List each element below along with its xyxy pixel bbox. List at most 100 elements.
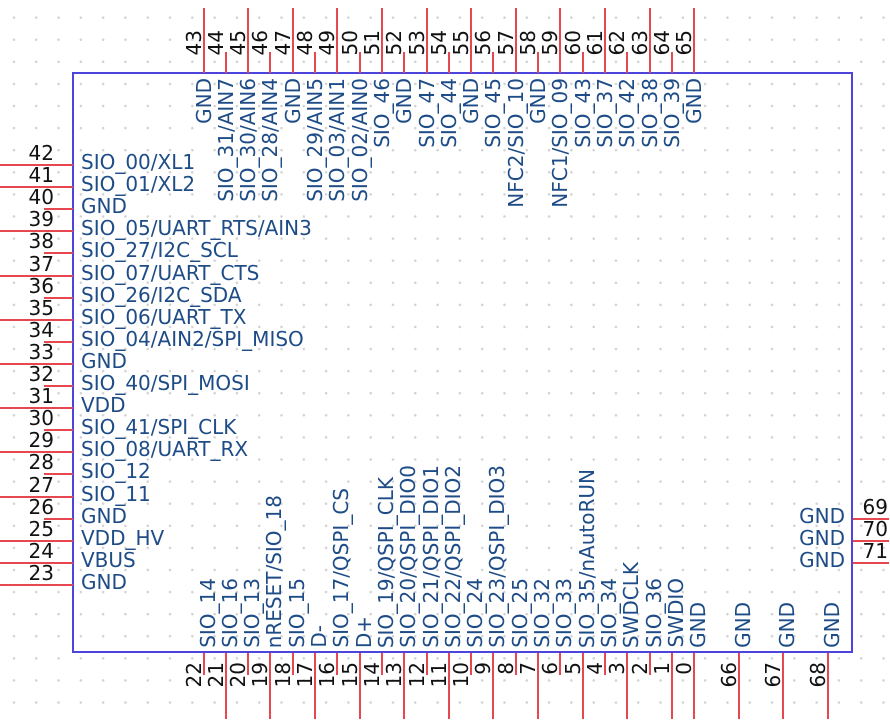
pin-label: SIO_34 bbox=[596, 578, 621, 648]
pin-line bbox=[44, 385, 73, 387]
pin-line bbox=[0, 407, 73, 410]
pin-number: 20 bbox=[226, 662, 251, 688]
pin-number: 69 bbox=[862, 494, 888, 519]
pin-label: GND bbox=[81, 503, 127, 528]
pin-number: 15 bbox=[337, 662, 362, 688]
pin-label: SIO_44 bbox=[436, 78, 461, 148]
pin-label: GND bbox=[81, 348, 127, 373]
pin-label: NFC1/SIO_09 bbox=[548, 78, 573, 208]
pin-line bbox=[44, 429, 73, 432]
pin-line bbox=[269, 52, 272, 73]
pin-label: SIO_02/AIN0 bbox=[347, 78, 372, 202]
pin-line bbox=[853, 539, 889, 542]
pin-number: 9 bbox=[471, 662, 496, 675]
pin-line bbox=[202, 8, 205, 73]
pin-line bbox=[0, 230, 73, 233]
pin-label: SIO_45 bbox=[481, 78, 506, 148]
pin-line bbox=[380, 8, 383, 73]
pin-line bbox=[0, 164, 73, 166]
pin-number: 35 bbox=[28, 295, 54, 320]
pin-label: SIO_00/XL1 bbox=[81, 150, 196, 174]
pin-line bbox=[0, 539, 73, 542]
pin-line bbox=[269, 653, 272, 719]
pin-label: SIO_13 bbox=[240, 578, 265, 648]
pin-line bbox=[603, 653, 606, 675]
pin-number: 67 bbox=[761, 662, 786, 688]
pin-label: SIO_19/QSPI_CLK bbox=[373, 476, 398, 648]
pin-label: SIO_03/AIN1 bbox=[325, 78, 350, 202]
pin-number: 38 bbox=[28, 229, 54, 254]
pin-label: SIO_24 bbox=[463, 578, 488, 648]
pin-line bbox=[44, 517, 73, 520]
pin-number: 54 bbox=[426, 29, 451, 55]
pin-line bbox=[670, 653, 673, 719]
pin-number: 8 bbox=[493, 662, 518, 675]
pin-label: D- bbox=[307, 625, 331, 648]
pin-number: 4 bbox=[582, 662, 607, 675]
pin-label: GND bbox=[775, 602, 800, 648]
pin-number: 39 bbox=[28, 207, 54, 232]
pin-line bbox=[314, 52, 316, 73]
pin-label: GND bbox=[682, 78, 707, 124]
pin-line bbox=[0, 274, 73, 277]
pin-line bbox=[492, 52, 495, 73]
pin-label: GND bbox=[526, 78, 550, 124]
pin-line bbox=[447, 653, 450, 719]
pin-number: 23 bbox=[28, 560, 54, 585]
pin-label: GND bbox=[280, 78, 305, 124]
pin-line bbox=[559, 653, 562, 675]
pin-number: 32 bbox=[28, 362, 54, 386]
pin-line bbox=[0, 583, 73, 586]
pin-number: 61 bbox=[582, 29, 607, 55]
pin-number: 49 bbox=[315, 29, 340, 55]
pin-number: 44 bbox=[203, 29, 228, 55]
pin-label: SIO_11 bbox=[81, 481, 151, 506]
pin-line bbox=[0, 362, 73, 365]
pin-line bbox=[380, 653, 383, 675]
pin-label: SIO_07/UART_CTS bbox=[81, 260, 260, 285]
pin-number: 45 bbox=[226, 29, 251, 55]
pin-label: VDD bbox=[81, 393, 126, 418]
pin-label: SIO_30/AIN6 bbox=[236, 78, 261, 202]
pin-label: NFC2/SIO_10 bbox=[503, 78, 528, 208]
pin-number: 33 bbox=[28, 339, 54, 364]
pin-number: 53 bbox=[404, 29, 429, 55]
pin-label: SIO_15 bbox=[284, 578, 309, 648]
pin-label: SIO_28/AIN4 bbox=[258, 78, 283, 202]
pin-number: 56 bbox=[471, 29, 496, 55]
pin-line bbox=[336, 653, 339, 675]
pin-line bbox=[470, 8, 473, 73]
pin-line bbox=[670, 52, 673, 73]
pin-label: SIO_36 bbox=[641, 578, 666, 648]
pin-number: 34 bbox=[28, 317, 54, 342]
pin-number: 42 bbox=[28, 141, 54, 165]
pin-number: 65 bbox=[672, 29, 697, 55]
pin-line bbox=[537, 653, 539, 719]
pin-label: SIO_12 bbox=[81, 459, 151, 484]
pin-label: VBUS bbox=[81, 547, 136, 572]
pin-line bbox=[358, 653, 361, 719]
pin-label: GND bbox=[81, 569, 127, 594]
pin-line bbox=[447, 52, 450, 73]
pin-number: 71 bbox=[862, 538, 888, 563]
pin-number: 51 bbox=[359, 29, 384, 55]
pin-label: SIO_27/I2C_SCL bbox=[81, 238, 238, 263]
pin-number: 22 bbox=[181, 662, 206, 688]
pin-line bbox=[44, 473, 73, 476]
pin-line bbox=[44, 296, 73, 299]
pin-label: SIO_41/SPI_CLK bbox=[81, 415, 237, 440]
pin-label: GND bbox=[686, 602, 711, 648]
pin-number: 25 bbox=[28, 516, 54, 541]
pin-label: GND bbox=[730, 602, 755, 648]
pin-number: 59 bbox=[538, 29, 563, 55]
pin-number: 0 bbox=[672, 662, 697, 675]
pin-number: 10 bbox=[449, 662, 474, 688]
pin-number: 60 bbox=[560, 29, 585, 55]
pin-label: SIO_40/SPI_MOSI bbox=[81, 371, 250, 395]
pin-line bbox=[0, 318, 73, 321]
pin-label: SIO_29/AIN5 bbox=[303, 78, 327, 202]
pin-line bbox=[0, 186, 73, 189]
pin-number: 1 bbox=[649, 662, 674, 675]
pin-label: SIO_25 bbox=[507, 578, 532, 648]
pin-line bbox=[314, 653, 316, 719]
